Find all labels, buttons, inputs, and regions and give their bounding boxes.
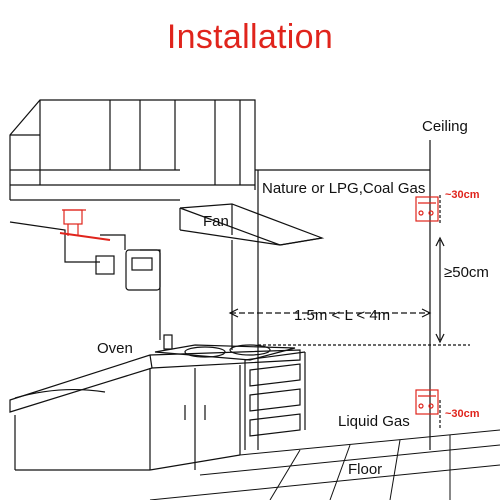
cooktop	[154, 344, 306, 450]
label-oven: Oven	[97, 340, 133, 357]
right-wall	[255, 140, 431, 450]
gas-valve-icon	[59, 209, 111, 241]
diagram-title: Installation	[166, 18, 334, 56]
gas-pipe	[9, 221, 173, 350]
label-height-mid: ≥50cm	[444, 264, 489, 281]
gas-detector-icon	[415, 196, 439, 222]
fan-hood	[179, 203, 325, 350]
gas-detector-icon	[415, 389, 439, 415]
label-gas-types: Nature or LPG,Coal Gas	[262, 180, 426, 197]
label-height-top: ~30cm	[445, 189, 480, 201]
label-distance: 1.5m < L < 4m	[294, 307, 391, 324]
label-floor: Floor	[348, 461, 383, 478]
upper-cabinets	[9, 99, 256, 201]
label-height-bottom: ~30cm	[445, 408, 480, 420]
measurements	[228, 195, 470, 430]
countertop	[9, 349, 301, 413]
label-ceiling: Ceiling	[422, 118, 468, 135]
floor-tiles	[149, 429, 500, 500]
lower-cabinets	[14, 365, 241, 471]
label-fan: Fan	[203, 213, 229, 230]
label-liquid-gas: Liquid Gas	[338, 413, 410, 430]
